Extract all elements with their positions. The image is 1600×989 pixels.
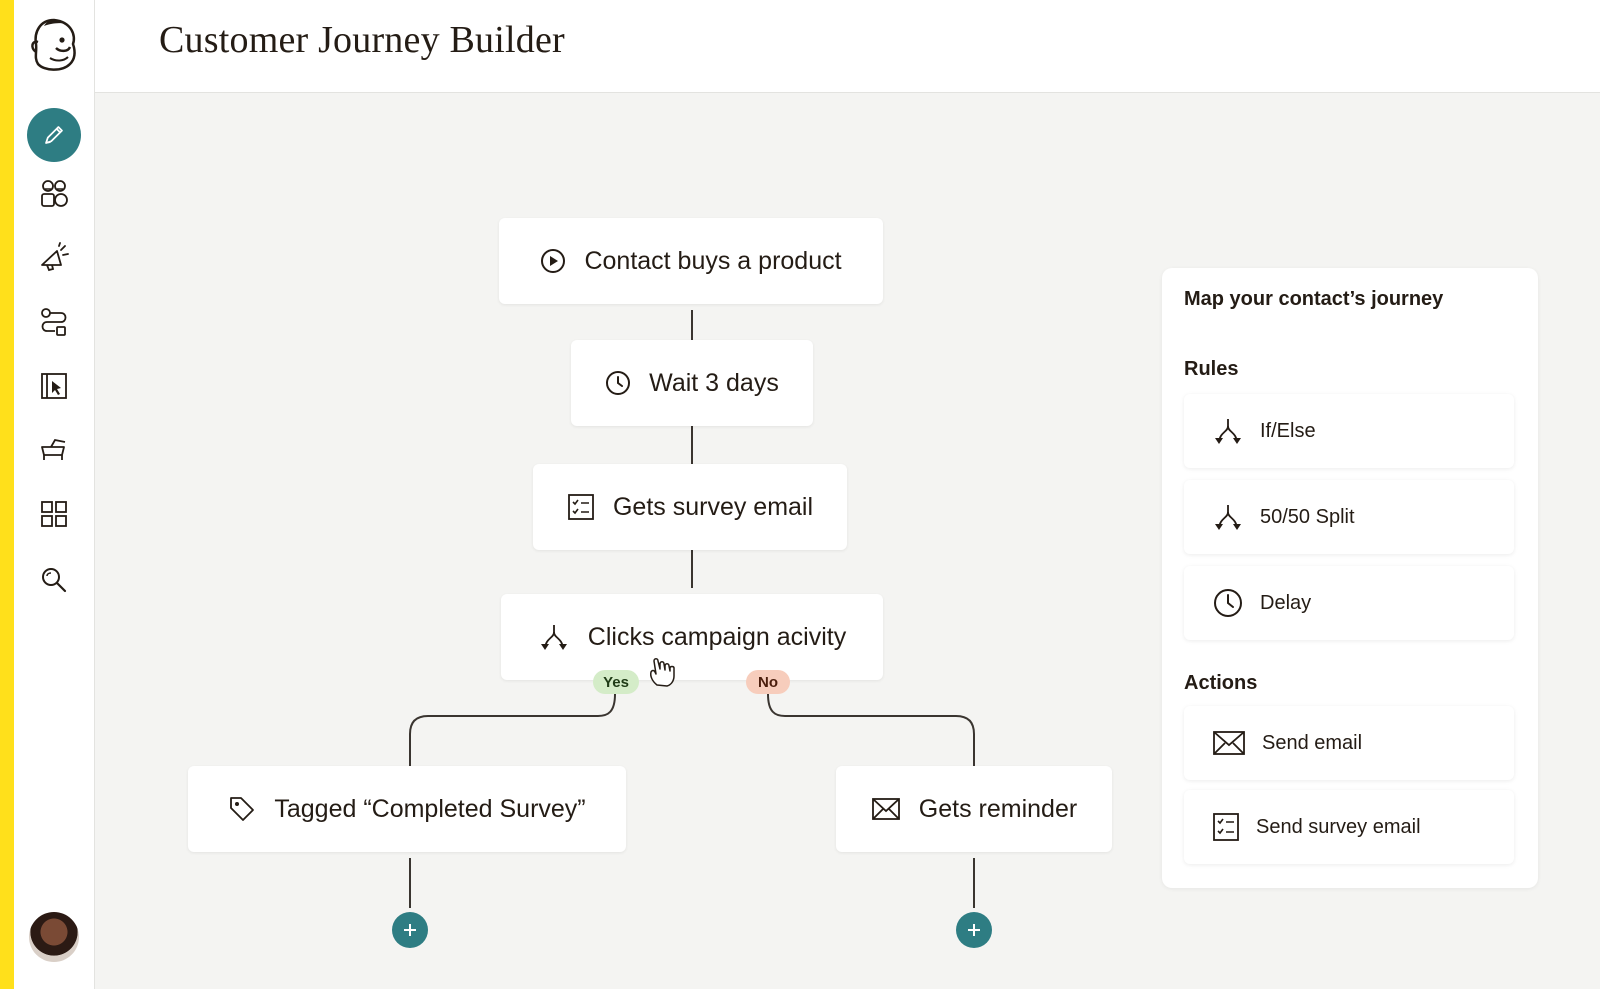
journey-node-no-reminder[interactable]: Gets reminder bbox=[836, 766, 1112, 852]
action-label: Send email bbox=[1262, 731, 1363, 754]
sidebar-item-campaigns[interactable] bbox=[14, 236, 94, 280]
node-label: Gets survey email bbox=[612, 492, 814, 521]
hand-cursor-icon bbox=[650, 658, 675, 687]
rule-label: Delay bbox=[1260, 591, 1312, 614]
branch-no-badge: No bbox=[746, 670, 790, 694]
clock-icon bbox=[606, 371, 631, 395]
panel-title: Map your contact’s journey bbox=[1184, 288, 1444, 310]
plus-icon bbox=[404, 924, 416, 936]
split-arrows-icon bbox=[1215, 505, 1241, 530]
journey-node-yes-tag[interactable]: Tagged “Completed Survey” bbox=[188, 766, 626, 852]
action-label: Send survey email bbox=[1256, 815, 1421, 838]
clock-icon bbox=[1214, 589, 1242, 617]
node-label: Contact buys a product bbox=[584, 246, 842, 275]
rule-50-50-split[interactable]: 50/50 Split bbox=[1184, 480, 1514, 554]
split-arrows-icon bbox=[1215, 419, 1241, 444]
connector-line bbox=[691, 550, 693, 588]
rules-heading: Rules bbox=[1184, 358, 1239, 380]
sidebar-item-integrations[interactable] bbox=[14, 492, 94, 536]
checklist-icon bbox=[568, 494, 594, 520]
journey-palette-panel: Map your contact’s journey Rules If/Else… bbox=[1162, 268, 1538, 888]
top-bar: Customer Journey Builder bbox=[95, 0, 1600, 93]
action-send-survey-email[interactable]: Send survey email bbox=[1184, 790, 1514, 864]
plus-icon bbox=[968, 924, 980, 936]
branch-yes-badge: Yes bbox=[593, 670, 639, 694]
sidebar bbox=[14, 0, 95, 989]
connector-line bbox=[691, 426, 693, 464]
user-avatar[interactable] bbox=[29, 912, 79, 962]
rule-label: If/Else bbox=[1260, 419, 1316, 442]
integrations-grid-icon bbox=[41, 501, 67, 527]
journey-node-trigger[interactable]: Contact buys a product bbox=[499, 218, 883, 304]
automation-flow-icon bbox=[41, 308, 67, 336]
sidebar-item-create[interactable] bbox=[27, 108, 81, 162]
brand-strip bbox=[0, 0, 14, 989]
search-icon bbox=[42, 568, 67, 593]
megaphone-icon bbox=[41, 242, 69, 272]
website-icon bbox=[41, 373, 67, 399]
add-step-button-no[interactable] bbox=[956, 912, 992, 948]
add-step-button-yes[interactable] bbox=[392, 912, 428, 948]
sidebar-item-audience[interactable] bbox=[14, 172, 94, 216]
action-send-email[interactable]: Send email bbox=[1184, 706, 1514, 780]
rule-label: 50/50 Split bbox=[1260, 505, 1355, 528]
actions-heading: Actions bbox=[1184, 672, 1258, 694]
tag-icon bbox=[230, 797, 255, 821]
node-label: Gets reminder bbox=[918, 794, 1078, 823]
sidebar-item-search[interactable] bbox=[14, 558, 94, 602]
play-circle-icon bbox=[541, 249, 566, 273]
page-title: Customer Journey Builder bbox=[159, 19, 565, 61]
audience-icon bbox=[41, 180, 68, 207]
pencil-icon bbox=[45, 126, 63, 144]
envelope-icon bbox=[871, 798, 900, 820]
journey-node-condition[interactable]: Clicks campaign acivity bbox=[501, 594, 883, 680]
rule-delay[interactable]: Delay bbox=[1184, 566, 1514, 640]
journey-node-survey-email[interactable]: Gets survey email bbox=[533, 464, 847, 550]
content-studio-icon bbox=[41, 438, 66, 460]
split-arrows-icon bbox=[540, 625, 567, 650]
node-label: Tagged “Completed Survey” bbox=[274, 794, 586, 823]
rule-if-else[interactable]: If/Else bbox=[1184, 394, 1514, 468]
sidebar-item-website[interactable] bbox=[14, 364, 94, 408]
sidebar-item-content[interactable] bbox=[14, 428, 94, 472]
sidebar-item-automations[interactable] bbox=[14, 300, 94, 344]
node-label: Clicks campaign acivity bbox=[587, 622, 847, 651]
envelope-icon bbox=[1213, 731, 1245, 755]
journey-node-wait[interactable]: Wait 3 days bbox=[571, 340, 813, 426]
node-label: Wait 3 days bbox=[649, 368, 779, 397]
checklist-icon bbox=[1213, 813, 1239, 841]
mailchimp-logo-icon[interactable] bbox=[28, 14, 80, 74]
connector-line bbox=[691, 310, 693, 340]
